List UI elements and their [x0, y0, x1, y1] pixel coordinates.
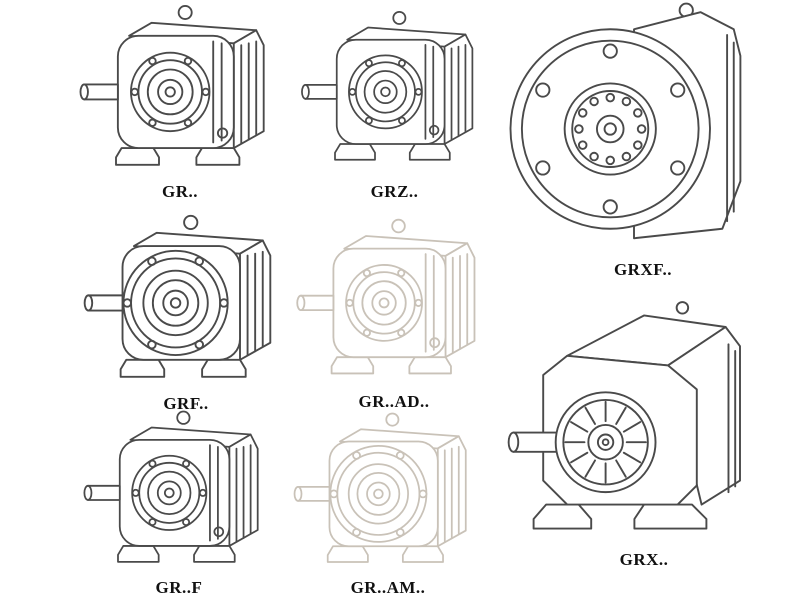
figure-gr: GR.. [70, 2, 290, 202]
gearbox-foot-drawing [73, 2, 288, 180]
figure-label: GR.. [162, 182, 198, 201]
gearbox-foot-drawing [74, 408, 284, 576]
figure-grxf: GRXF.. [498, 0, 788, 280]
gearbox-bigfoot-drawing [500, 298, 788, 548]
figure-label: GRZ.. [370, 182, 419, 201]
gearbox-foot-drawing [295, 2, 495, 180]
figure-label: GRX.. [619, 550, 669, 569]
figure-label: GR..AM.. [350, 578, 426, 597]
figure-label: GRF.. [163, 394, 209, 413]
figure-label: GR..AD.. [358, 392, 430, 411]
figure-label: GR..F [155, 578, 203, 597]
gearbox-adapter-drawing [290, 214, 498, 390]
figure-grx: GRX.. [498, 298, 790, 570]
figure-grf: GRF.. [72, 212, 300, 414]
figure-gr-f: GR..F [70, 408, 288, 598]
gearbox-motor-adapter-drawing [286, 410, 490, 576]
gearbox-flange-front-drawing [501, 0, 786, 258]
figure-grz: GRZ.. [292, 2, 497, 202]
figure-label: GRXF.. [613, 260, 673, 279]
figure-gr-ad: GR..AD.. [288, 214, 500, 412]
gearbox-flange-drawing [77, 212, 295, 392]
figure-gr-am: GR..AM.. [283, 410, 493, 598]
